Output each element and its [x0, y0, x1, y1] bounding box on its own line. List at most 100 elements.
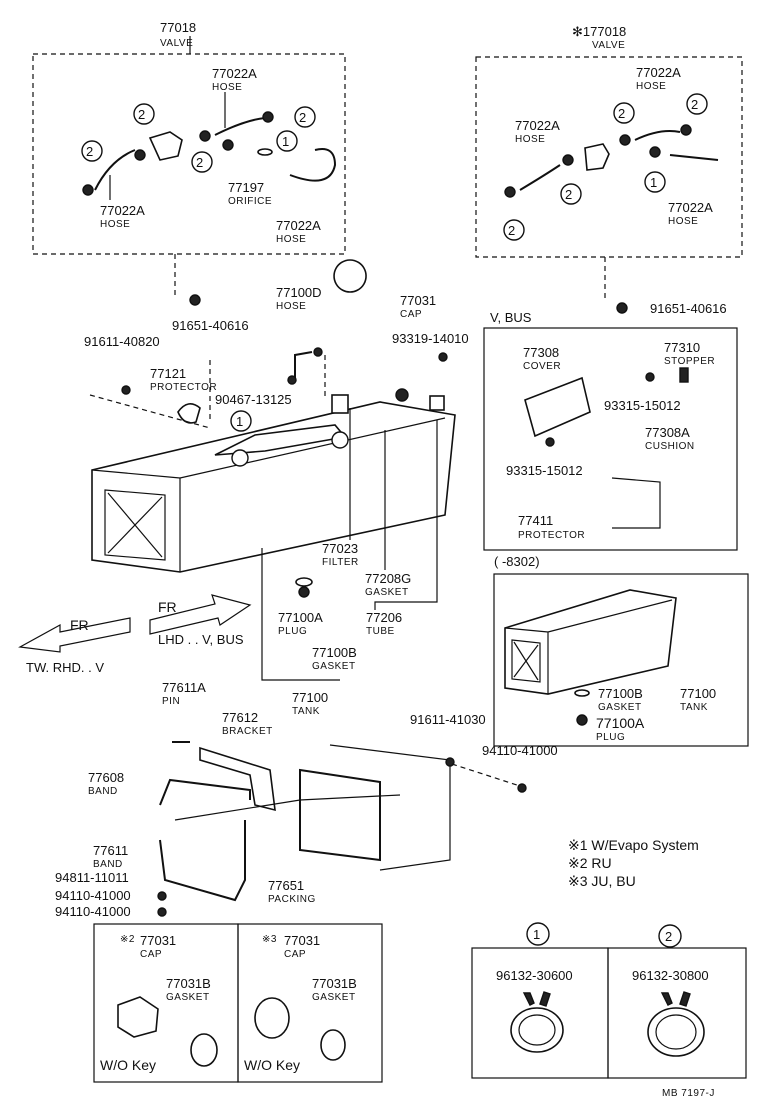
- bolt-93319: 93319-14010: [392, 331, 469, 346]
- band-611-name: BAND: [93, 859, 123, 870]
- range-label: ( -8302): [494, 554, 540, 569]
- hose-label-name: HOSE: [100, 219, 130, 230]
- vbus-label: V, BUS: [490, 310, 532, 325]
- clamp-ref-2: 2: [565, 187, 572, 202]
- band-608-name: BAND: [88, 786, 118, 797]
- clamp-ref-1: 1: [282, 134, 289, 149]
- valve-left-pn: 77018: [160, 20, 196, 35]
- bracket-name: BRACKET: [222, 726, 273, 737]
- clamp-ref-2: 2: [691, 97, 698, 112]
- filter-part: [395, 388, 409, 402]
- cap-name: CAP: [400, 309, 422, 320]
- gasket-b-name: GASKET: [312, 661, 356, 672]
- gasket-variant2-icon: [320, 1029, 346, 1061]
- gasket-b2-pn: 77100B: [598, 686, 643, 701]
- capb-variant1-name: GASKET: [166, 992, 210, 1003]
- gasket-b2-name: GASKET: [598, 702, 642, 713]
- bolt-94811: 94811-11011: [55, 870, 129, 885]
- nut-94110-c: 94110-41000: [482, 743, 558, 758]
- hose-label-name: HOSE: [636, 81, 666, 92]
- screw-93315-a: 93315-15012: [604, 398, 681, 413]
- hose-label-pn: 77022A: [100, 203, 145, 218]
- hose-label-name: HOSE: [515, 134, 545, 145]
- valve-group-right: ✻177018 VALVE 77022A HOSE 77022A HOSE 77…: [475, 24, 743, 316]
- reference-code: MB 7197-J: [662, 1088, 715, 1099]
- clamp1-num: 1: [533, 927, 540, 942]
- clamp-ref-2: 2: [299, 110, 306, 125]
- wo-key-1: W/O Key: [100, 1057, 156, 1073]
- hose-label-pn: 77022A: [212, 66, 257, 81]
- valve-right-name: VALVE: [592, 40, 625, 51]
- clip-icon: [199, 130, 211, 142]
- cap-variant1-icon: [117, 996, 159, 1038]
- clamp2-pn: 96132-30800: [632, 968, 709, 983]
- stopper-name: STOPPER: [664, 356, 715, 367]
- protector2-pn: 77411: [518, 513, 553, 528]
- bracket-band-area: 77611A PIN 77612 BRACKET 77608 BAND 7761…: [55, 680, 558, 919]
- clamp-ref-2: 2: [138, 107, 145, 122]
- bolt-91611-40820: 91611-40820: [84, 334, 160, 349]
- clamp1-pn: 96132-30600: [496, 968, 573, 983]
- clamp-ref-1: 1: [236, 414, 243, 429]
- plug-pn: 77100A: [278, 610, 323, 625]
- clip-icon: [134, 149, 146, 161]
- gauge-tube: [429, 395, 445, 411]
- cap-variant2-icon: [254, 997, 290, 1039]
- packing-pn: 77651: [268, 878, 304, 893]
- band-611-pn: 77611: [93, 843, 128, 858]
- filter-name: FILTER: [322, 557, 359, 568]
- tank-name: TANK: [292, 706, 320, 717]
- clip-90467: 90467-13125: [215, 392, 292, 407]
- cap-variant-boxes: ※2 77031 CAP 77031B GASKET W/O Key ※3 77…: [93, 923, 383, 1083]
- valve-group-left: 77018 VALVE 77022A HOSE 77022A HOSE 7719…: [32, 20, 346, 255]
- clamp-ref-2: 2: [86, 144, 93, 159]
- fr-right-label: LHD . . V, BUS: [158, 632, 244, 647]
- nut-94110-a: 94110-41000: [55, 888, 131, 903]
- wo-key-2: W/O Key: [244, 1057, 300, 1073]
- tank-top-fittings: [214, 424, 347, 456]
- filter-pn: 77023: [322, 541, 358, 556]
- cap-note-3: ※3: [262, 934, 277, 945]
- orifice-label-name: ORIFICE: [228, 196, 272, 207]
- hose-label-name: HOSE: [276, 234, 306, 245]
- clip-icon: [262, 111, 274, 123]
- clamp-ref-2: 2: [508, 223, 515, 238]
- capb-variant2-pn: 77031B: [312, 976, 357, 991]
- tube-pn: 77206: [366, 610, 402, 625]
- hose-d-pn: 77100D: [276, 285, 322, 300]
- note-1: ※1 W/Evapo System: [568, 837, 699, 853]
- cap-pn: 77031: [400, 293, 436, 308]
- cap-variant1-name: CAP: [140, 949, 162, 960]
- protector-pn: 77121: [150, 366, 186, 381]
- cover-name: COVER: [523, 361, 561, 372]
- clamp-ref-2: 2: [196, 155, 203, 170]
- bolt-91611-41030: 91611-41030: [410, 712, 486, 727]
- valve-left-name: VALVE: [160, 38, 193, 49]
- pin-pn: 77611A: [162, 680, 206, 695]
- arrow-left-icon: [18, 617, 131, 653]
- fuel-tank-body: [91, 401, 456, 573]
- valve-right-pn: ✻177018: [572, 24, 626, 39]
- clamp-boxes: 1 2 96132-30600 96132-30800: [471, 922, 747, 1079]
- cap-variant2-name: CAP: [284, 949, 306, 960]
- hose-label-pn: 77022A: [276, 218, 321, 233]
- cap-note-2: ※2: [120, 934, 135, 945]
- fr-label-right: FR: [158, 599, 177, 615]
- plug2-pn: 77100A: [596, 715, 645, 731]
- main-tank-area: 91651-40616 91611-40820 77100D HOSE 7703…: [84, 254, 469, 717]
- plug2-name: PLUG: [596, 732, 625, 743]
- protector2-name: PROTECTOR: [518, 530, 585, 541]
- capb-variant1-pn: 77031B: [166, 976, 211, 991]
- orifice-part: [257, 148, 273, 156]
- arrow-right-icon: [149, 594, 252, 635]
- hose-label-pn: 77022A: [515, 118, 560, 133]
- tank2-name: TANK: [680, 702, 708, 713]
- hose-d-name: HOSE: [276, 301, 306, 312]
- gasket-g-name: GASKET: [365, 587, 409, 598]
- fr-left-label: TW. RHD. . V: [26, 660, 104, 675]
- valve-body: [148, 131, 183, 161]
- cushion-pn: 77308A: [645, 425, 690, 440]
- tank2-pn: 77100: [680, 686, 716, 701]
- hose-label-name: HOSE: [212, 82, 242, 93]
- fuel-cap-icon: [333, 259, 367, 293]
